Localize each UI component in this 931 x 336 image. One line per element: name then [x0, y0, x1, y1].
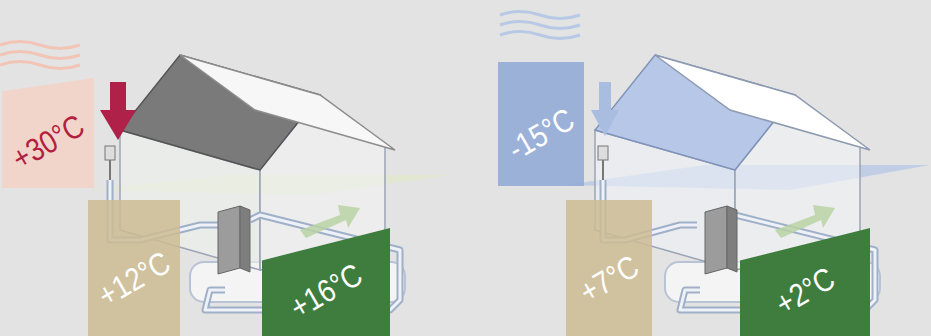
temperature-band: +2°C	[740, 228, 870, 336]
temperature-band: -15°C	[498, 62, 584, 186]
temperature-band: +16°C	[262, 228, 390, 336]
temperature-band: +7°C	[566, 200, 652, 336]
temperature-band: +12°C	[88, 200, 180, 336]
temperature-band: +30°C	[2, 78, 94, 188]
